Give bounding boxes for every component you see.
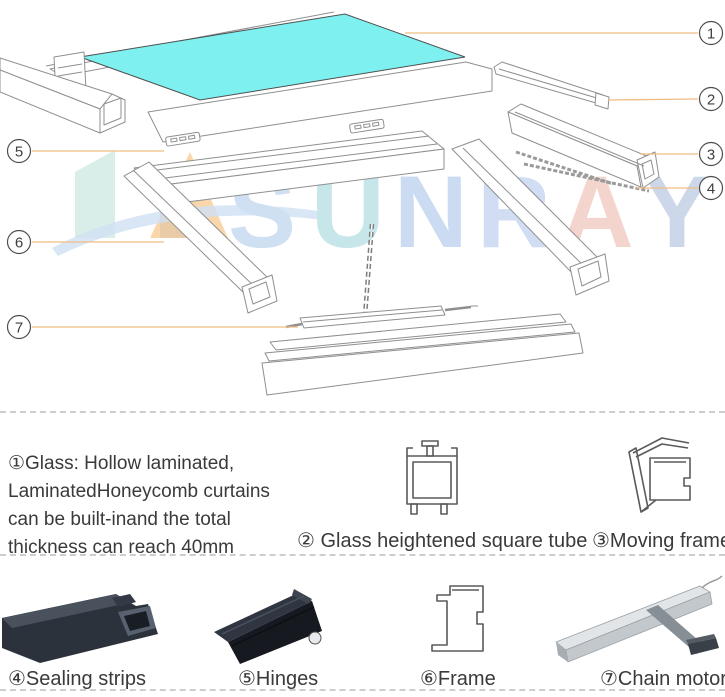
separator-top [0,411,725,413]
callout-6: 6 [6,229,32,255]
frame-label: ⑥Frame [420,668,496,690]
chain-motor-photo-icon [555,575,723,663]
callout-1: 1 [698,20,724,46]
frame-top-rail [133,130,445,207]
sash-front-band [147,61,493,143]
svg-text:7: 7 [15,319,23,336]
svg-text:5: 5 [15,143,23,160]
chain [362,223,375,317]
glass-sash-assembly [45,11,493,143]
frame-right-rail [451,138,610,296]
svg-text:6: 6 [15,234,23,251]
callout-5: 5 [6,138,32,164]
separator-bottom [0,689,725,691]
sill-profile [261,313,584,396]
glass-note-line: ①Glass: Hollow laminated, [8,453,235,474]
svg-text:4: 4 [707,180,715,197]
moving-frame-label: ③Moving frame [592,530,725,552]
square-tube-profile-icon [406,440,458,515]
svg-text:2: 2 [707,91,715,108]
glass-panel [79,13,466,101]
chain-motor-bar [285,305,478,329]
frame-left-rail [123,161,278,314]
callout-3: 3 [698,141,724,167]
glass-note-line: thickness can reach 40mm [8,537,234,558]
chain-motor-label: ⑦Chain motor [600,668,725,690]
glass-note-line: LaminatedHoneycomb curtains [8,481,270,502]
callout-bubbles: 1 2 3 4 5 6 7 [6,20,724,340]
hinges-photo-icon [214,589,322,664]
callout-7: 7 [6,314,32,340]
callout-2: 2 [698,86,724,112]
square-tube-part [493,61,610,110]
callout-4: 4 [698,175,724,201]
leader-line-2 [607,98,699,101]
leader-lines [32,32,699,328]
glass-note-line: can be built-inand the total [8,509,231,530]
moving-frame-part [507,103,660,189]
svg-text:3: 3 [707,146,715,163]
frame-profile-icon [431,585,484,652]
sealing-strips-photo-icon [2,594,158,663]
top-left-tube-part [0,57,126,134]
svg-text:1: 1 [707,25,715,42]
sealing-strip-rods [515,150,650,193]
sealing-strips-label: ④Sealing strips [8,668,146,690]
hinge-part [165,118,385,147]
separator-middle [0,554,725,556]
square-tube-label: ② Glass heightened square tube [297,530,588,552]
moving-frame-profile-icon [628,437,691,513]
hinges-label: ⑤Hinges [238,668,319,690]
